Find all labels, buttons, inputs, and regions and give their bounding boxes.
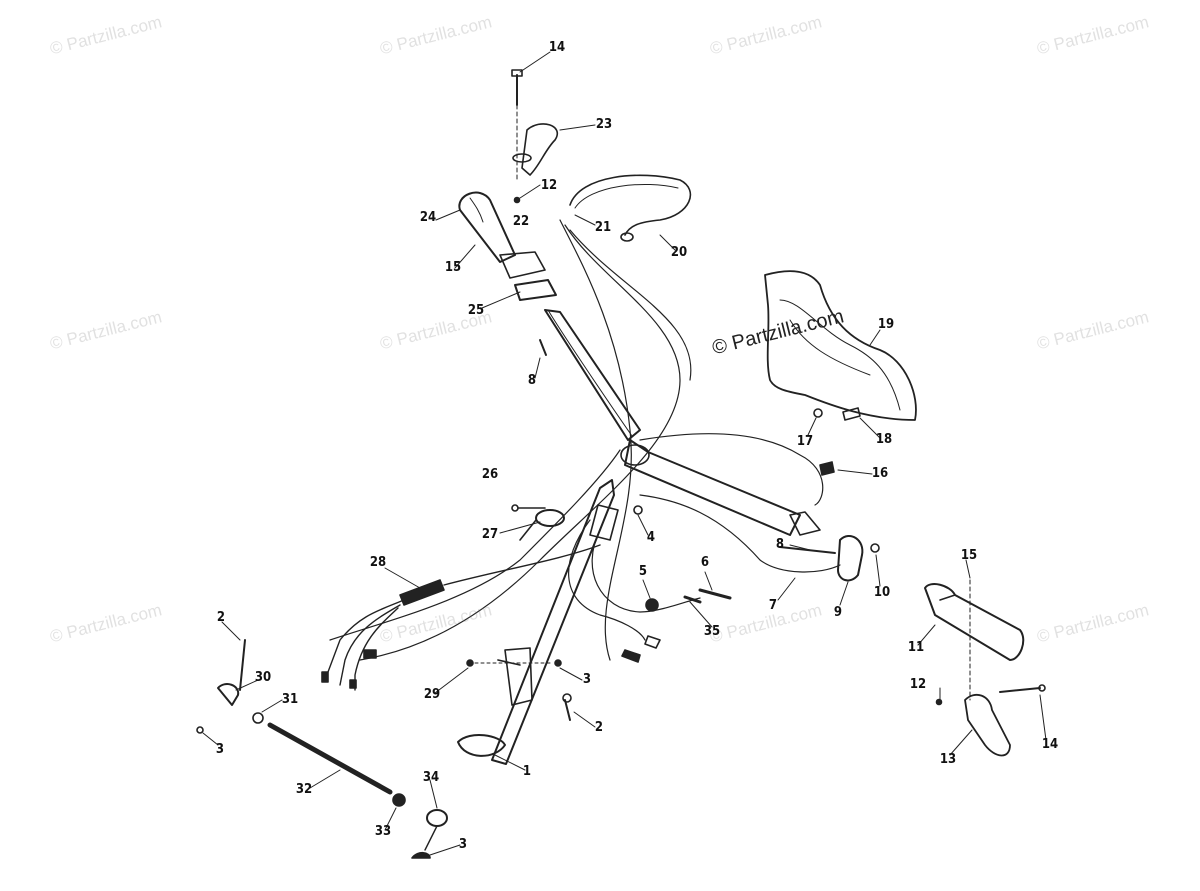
leader-lines: [202, 51, 1047, 856]
callout-25: 25: [467, 303, 485, 318]
callout-9: 9: [833, 605, 843, 620]
callout-16: 16: [871, 466, 889, 481]
callout-24: 24: [419, 210, 437, 225]
small-hardware: [466, 339, 835, 721]
callout-22: 22: [512, 214, 530, 229]
callout-14b: 14: [1041, 737, 1059, 752]
callout-29: 29: [423, 687, 441, 702]
wire-harness-28: [321, 544, 601, 691]
callout-34: 34: [422, 770, 440, 785]
bolt-14-top: [511, 69, 532, 204]
callout-21: 21: [594, 220, 612, 235]
callout-23: 23: [595, 117, 613, 132]
callout-12: 12: [540, 178, 558, 193]
callout-4: 4: [646, 530, 656, 545]
callout-20: 20: [670, 245, 688, 260]
handlebar: [544, 309, 821, 536]
callout-3c: 3: [458, 837, 468, 852]
cable-20: [569, 174, 692, 242]
callout-18: 18: [875, 432, 893, 447]
callout-14: 14: [548, 40, 566, 55]
callout-11: 11: [907, 640, 925, 655]
callout-10: 10: [873, 585, 891, 600]
callout-13: 13: [939, 752, 957, 767]
control-cables: [329, 219, 841, 661]
callout-15b: 15: [960, 548, 978, 563]
callout-33: 33: [374, 824, 392, 839]
right-grip-assembly: [779, 535, 1025, 661]
callout-32: 32: [295, 782, 313, 797]
callout-2b: 2: [594, 720, 604, 735]
callout-3b: 3: [582, 672, 592, 687]
callout-31: 31: [281, 692, 299, 707]
callout-6: 6: [700, 555, 710, 570]
callout-35: 35: [703, 624, 721, 639]
lever-13: [935, 579, 1046, 757]
callout-12b: 12: [909, 677, 927, 692]
tie-rod-32: [196, 639, 448, 859]
callout-1: 1: [522, 764, 532, 779]
callout-26: 26: [481, 467, 499, 482]
left-grip-assembly: [458, 123, 558, 301]
callout-8: 8: [527, 373, 537, 388]
callout-19: 19: [877, 317, 895, 332]
callout-17: 17: [796, 434, 814, 449]
callout-7: 7: [768, 598, 778, 613]
hand-guard-19: [764, 270, 917, 421]
callout-5: 5: [638, 564, 648, 579]
callout-2: 2: [216, 610, 226, 625]
callout-3: 3: [215, 742, 225, 757]
callout-27: 27: [481, 527, 499, 542]
callout-30: 30: [254, 670, 272, 685]
steering-post: [457, 479, 619, 765]
callout-15: 15: [444, 260, 462, 275]
callout-8b: 8: [775, 537, 785, 552]
callout-28: 28: [369, 555, 387, 570]
